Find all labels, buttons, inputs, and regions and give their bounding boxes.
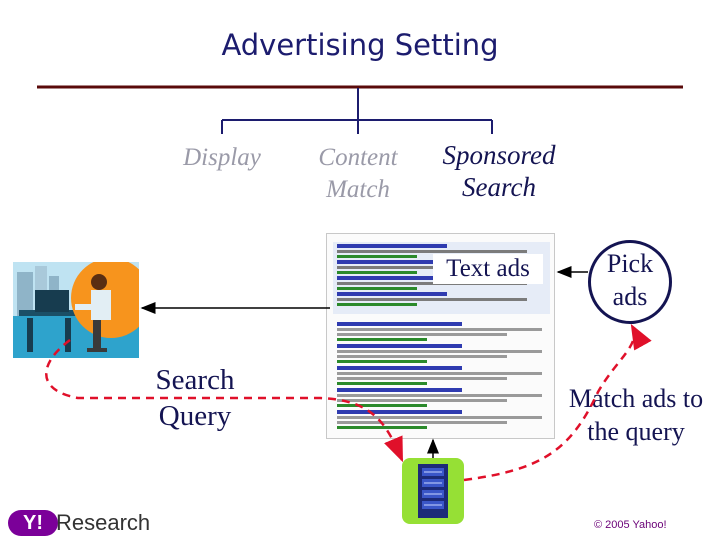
branch-display-label: Display (183, 144, 261, 171)
pick-ads-circle: Pick ads (588, 240, 672, 324)
match-ads-line2: the query (587, 417, 685, 446)
sponsored-line2: Search (462, 172, 536, 202)
organic-result (337, 322, 549, 341)
branch-sponsored-search-label: Sponsored Search (424, 139, 574, 203)
ad-result (337, 276, 547, 290)
query-to-server-arrow (45, 338, 404, 463)
person-at-computer-icon (13, 262, 139, 358)
ad-result (337, 292, 547, 306)
ad-result (337, 244, 547, 258)
sponsored-line1: Sponsored (442, 140, 556, 170)
search-query-label: Search Query (130, 362, 260, 434)
content-match-line1: Content (318, 144, 398, 171)
organic-result (337, 410, 549, 429)
ad-result (337, 260, 547, 274)
yahoo-logo-mark: Y! (8, 510, 58, 536)
match-ads-line1: Match ads to (568, 384, 704, 413)
content-match-line2: Match (326, 176, 390, 203)
copyright-notice: © 2005 Yahoo! (594, 519, 667, 531)
pick-ads-line2: ads (612, 282, 648, 311)
text-ads-label: Text ads (433, 254, 543, 284)
logo-research-text: Research (56, 510, 151, 535)
server-to-pick-ads-arrow (463, 323, 652, 482)
search-query-line2: Query (158, 400, 232, 432)
organic-result (337, 366, 549, 385)
branch-content-match-label: Content Match (298, 142, 418, 206)
search-query-line1: Search (155, 364, 235, 396)
server-icon (402, 458, 464, 524)
organic-result (337, 344, 549, 363)
organic-result (337, 388, 549, 407)
match-ads-label: Match ads to the query (552, 382, 720, 448)
slide-title: Advertising Setting (221, 28, 499, 62)
pick-ads-line1: Pick (606, 249, 654, 278)
